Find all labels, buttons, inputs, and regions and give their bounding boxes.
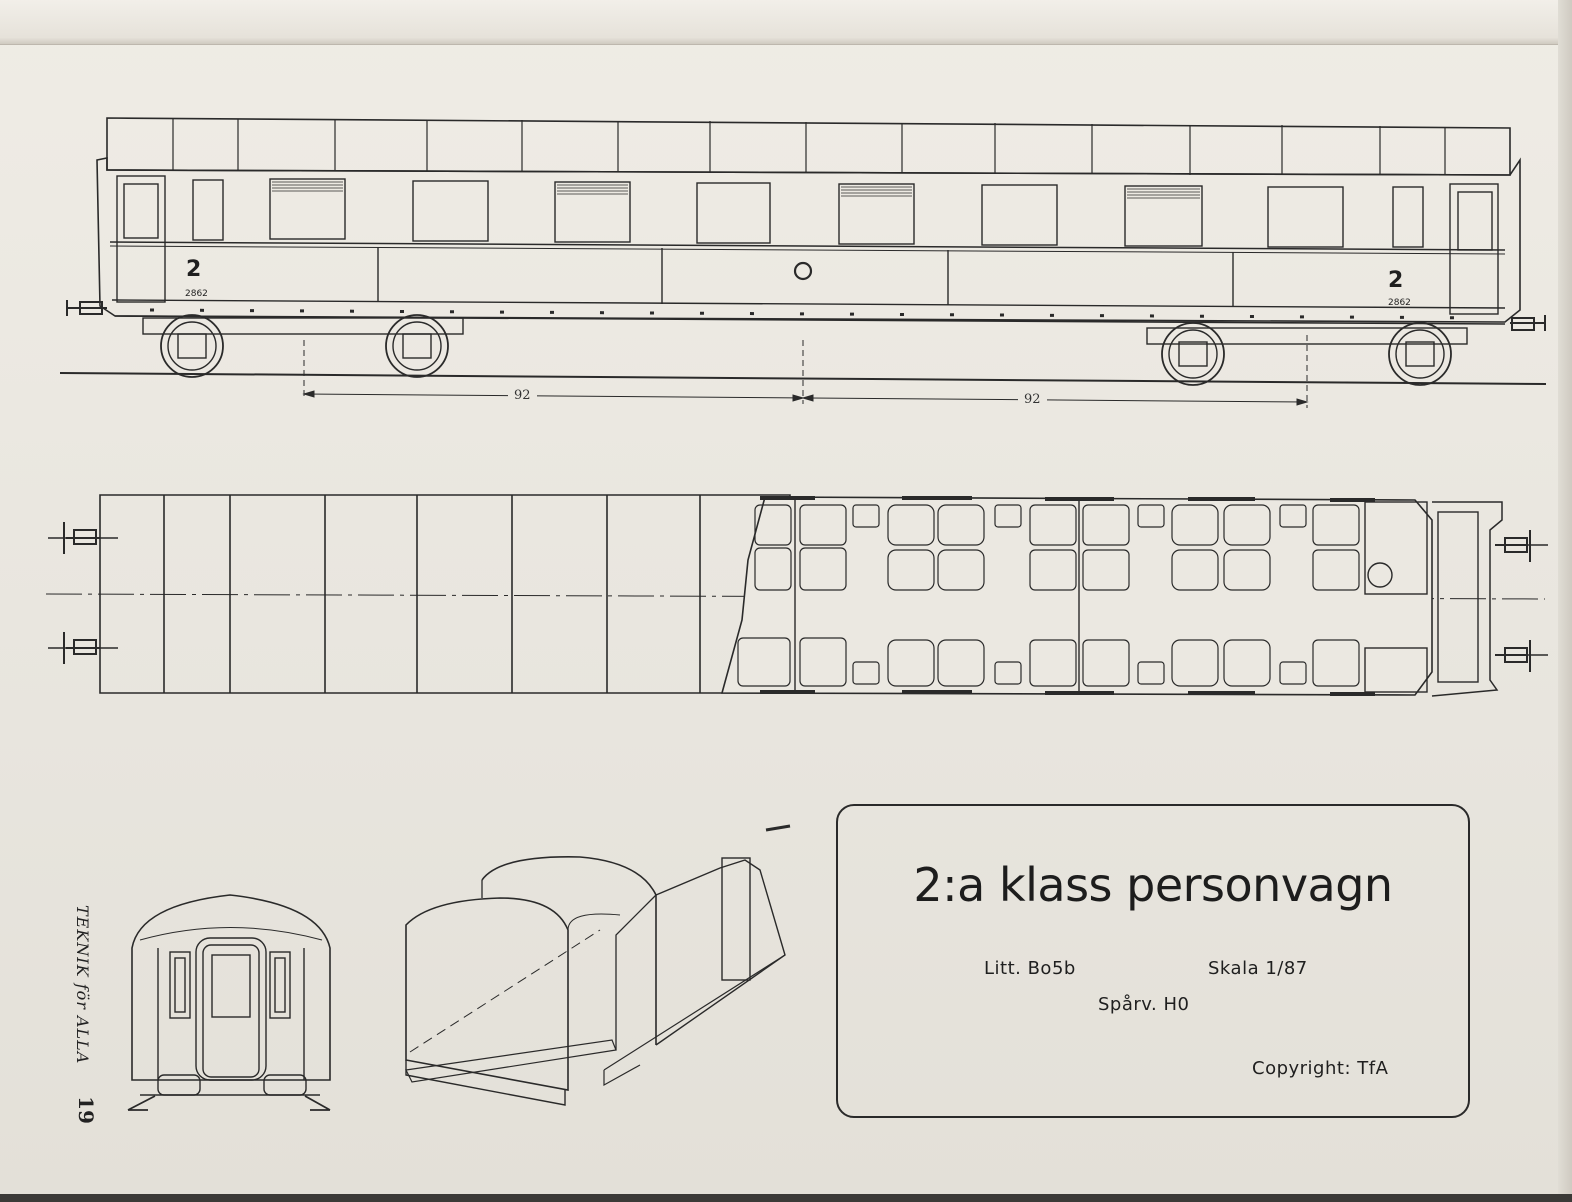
dimension-label-left: 92	[508, 388, 537, 403]
class-mark-left: 2	[186, 257, 201, 282]
page-fold	[0, 0, 1572, 45]
plan-view	[45, 494, 1548, 697]
isometric-sketch	[405, 824, 791, 1106]
class-mark-right: 2	[1388, 268, 1403, 293]
side-elevation	[59, 117, 1547, 408]
dimension-label-right: 92	[1018, 392, 1047, 407]
page-bottom-edge	[0, 1194, 1572, 1202]
car-number-right: 2862	[1388, 298, 1411, 308]
magazine-caption: TEKNIK för ALLA	[73, 905, 92, 1065]
scale-label: Skala 1/87	[1208, 958, 1308, 979]
end-view	[127, 894, 331, 1111]
page-edge	[1558, 0, 1572, 1202]
litt-label: Litt. Bo5b	[984, 958, 1076, 979]
gauge-label: Spårv. H0	[1098, 994, 1190, 1015]
copyright-label: Copyright: TfA	[1252, 1058, 1389, 1079]
page-number: 19	[73, 1096, 98, 1124]
title-block: 2:a klass personvagn Litt. Bo5b Skala 1/…	[836, 804, 1470, 1118]
drawing-title: 2:a klass personvagn	[913, 858, 1393, 912]
car-number-left: 2862	[185, 289, 208, 299]
